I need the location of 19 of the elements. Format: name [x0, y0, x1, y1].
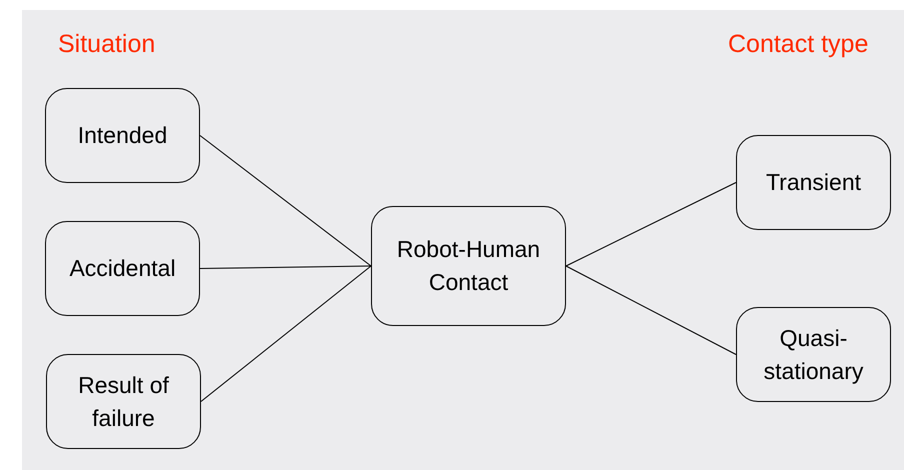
connector-line [566, 182, 736, 266]
connector-line [200, 266, 372, 402]
column-heading: Situation [58, 32, 156, 57]
node-label: Quasi-stationary [762, 324, 864, 386]
node-label: Accidental [69, 254, 176, 283]
connector-line [200, 266, 372, 269]
rounded-box [45, 221, 200, 316]
connector-line [566, 266, 736, 355]
node-label: Result of failure [77, 370, 170, 432]
node-label: Robot-Human Contact [396, 235, 542, 297]
rounded-box [736, 135, 891, 230]
column-heading: Contact type [728, 32, 868, 57]
rounded-box [46, 354, 201, 449]
rounded-box [371, 206, 566, 326]
rounded-box [736, 307, 891, 402]
rounded-box [45, 88, 200, 183]
connector-line [200, 135, 372, 266]
node-label: Intended [78, 121, 168, 150]
node-label: Transient [766, 168, 862, 197]
